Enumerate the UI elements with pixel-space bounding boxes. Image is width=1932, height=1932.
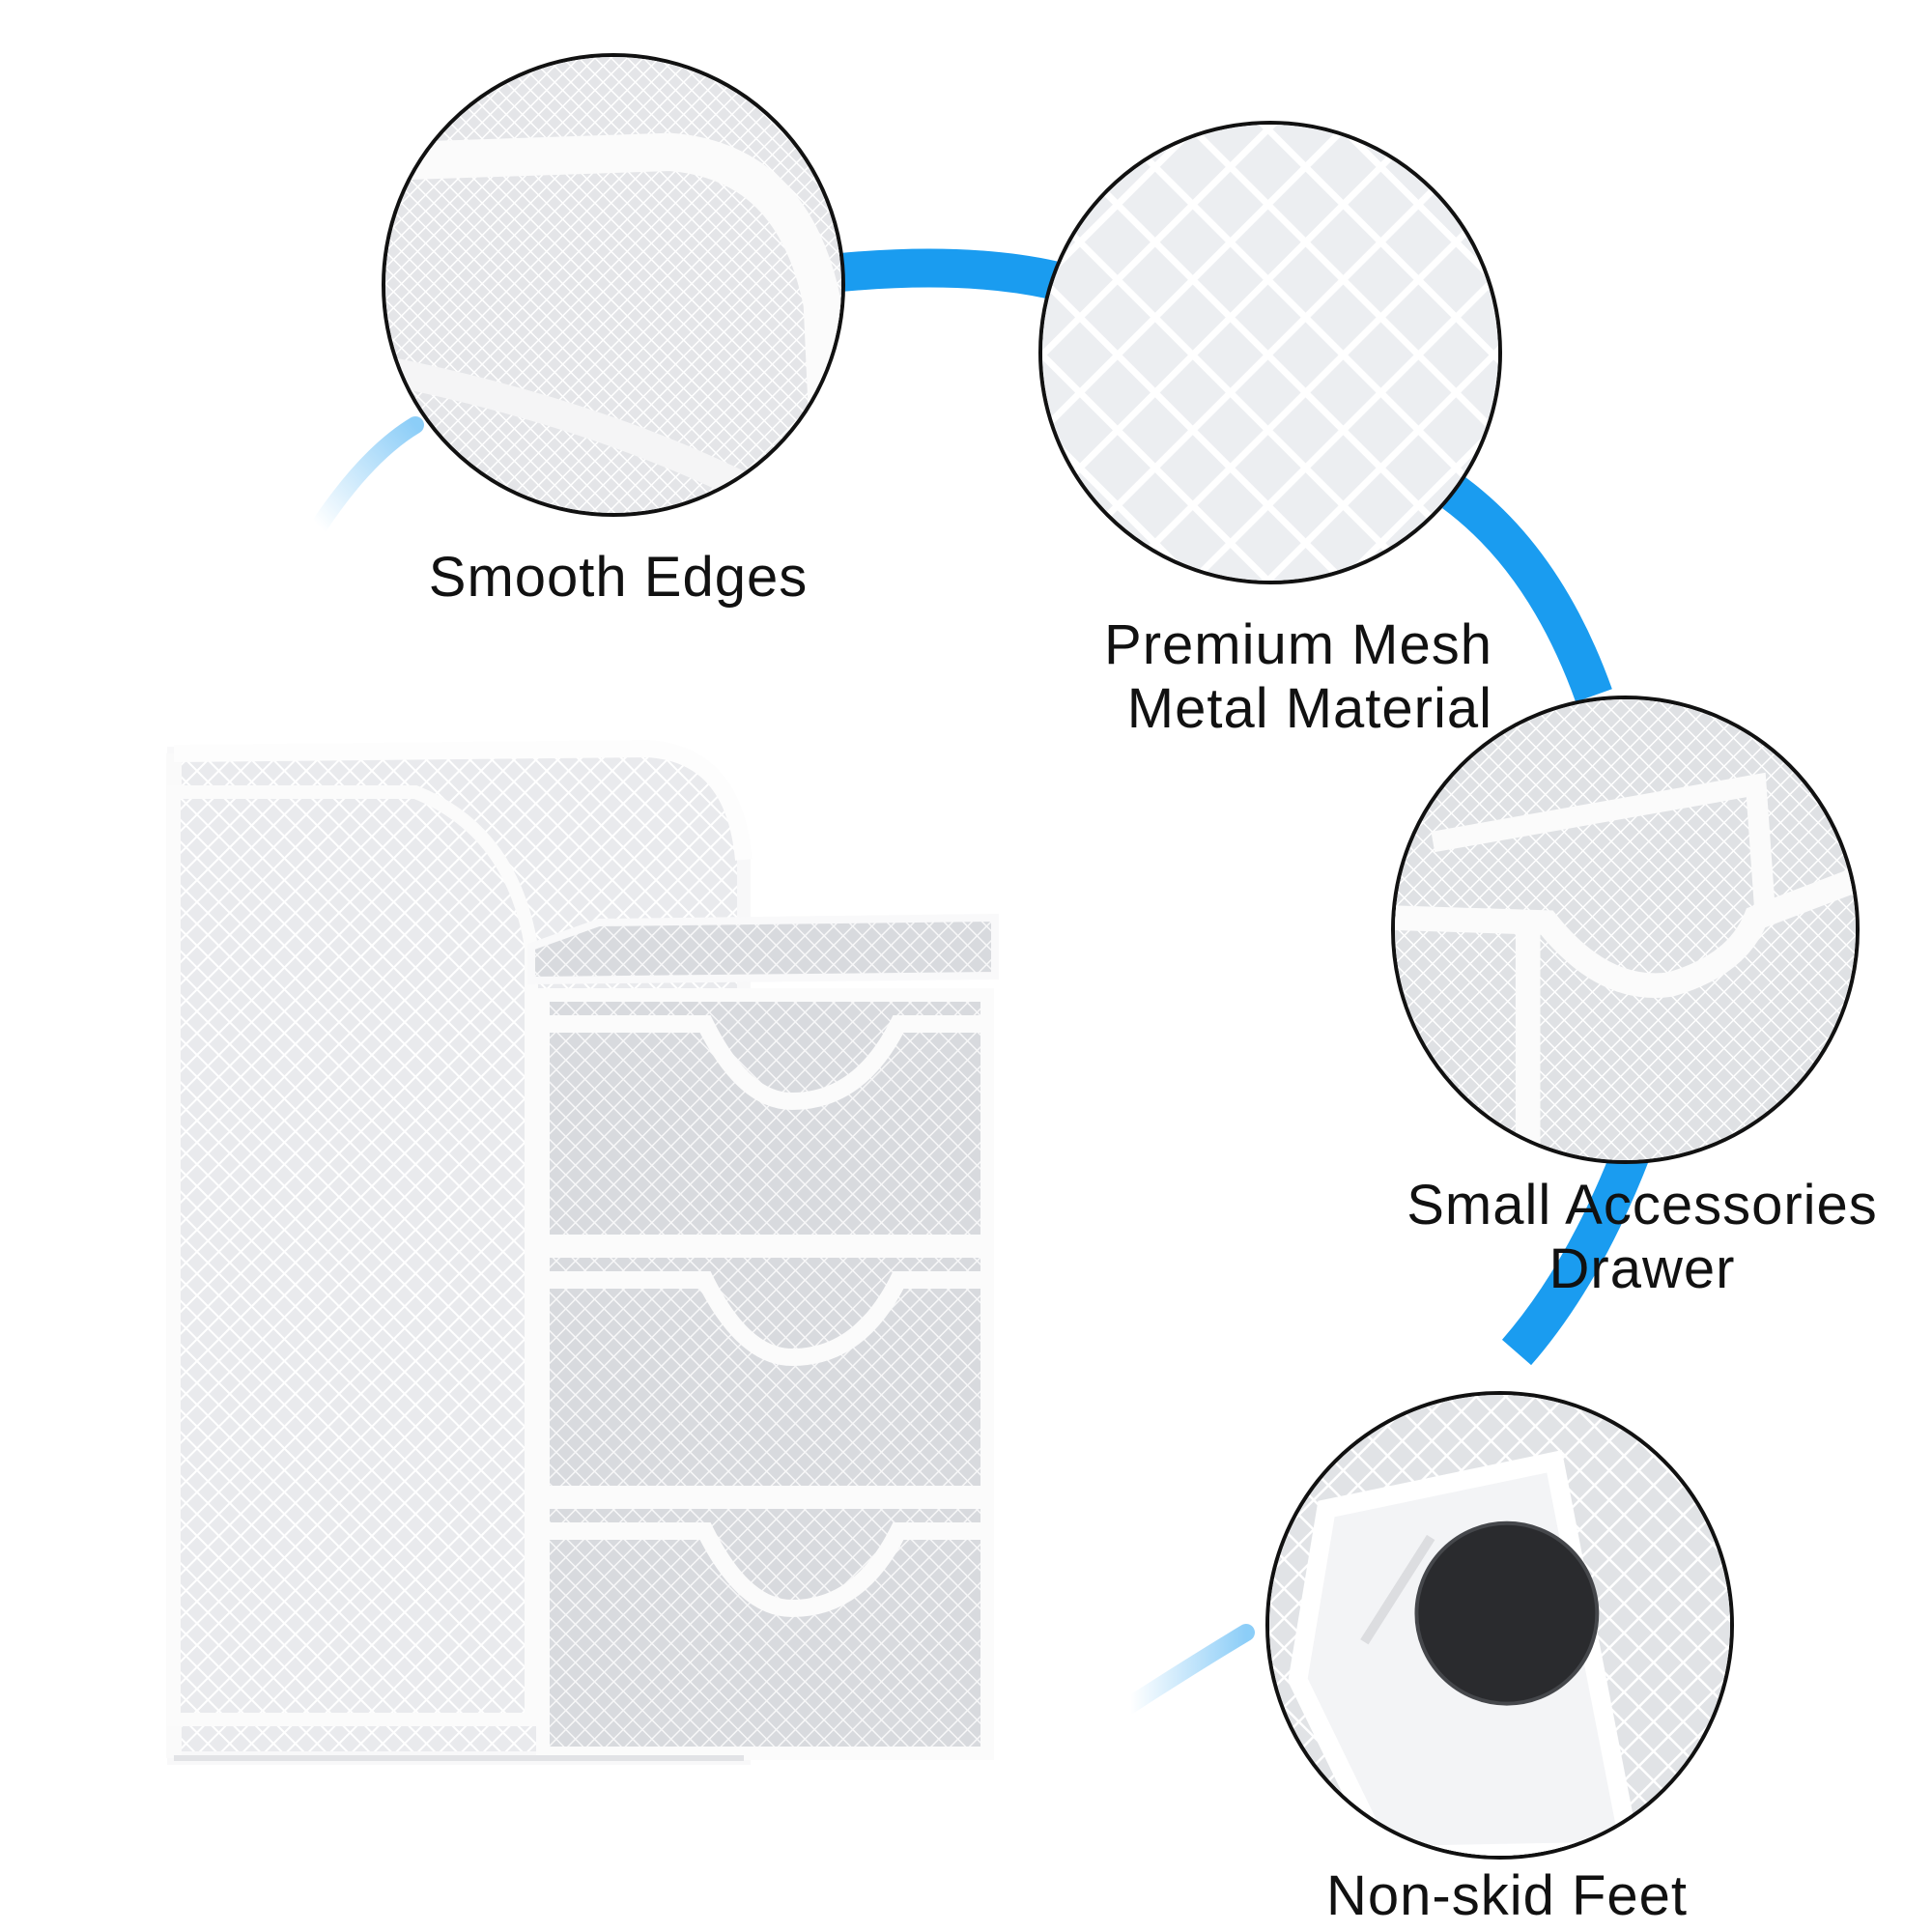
label-non-skid: Non-skid Feet [1285, 1864, 1729, 1928]
label-line: Premium Mesh [1104, 613, 1492, 676]
rubber-foot-pad [1416, 1522, 1598, 1704]
mesh-grid-closeup [1042, 125, 1498, 581]
zoom-circle-non-skid [1265, 1391, 1734, 1860]
label-smooth-edges: Smooth Edges [415, 546, 821, 610]
zoom-circle-premium-mesh [1038, 121, 1502, 584]
zoom-circle-small-drawer [1391, 696, 1860, 1164]
foot-closeup [1269, 1395, 1730, 1856]
label-line: Drawer [1548, 1237, 1736, 1300]
drawer-closeup [1395, 699, 1856, 1160]
label-premium-mesh: Premium Mesh Metal Material [1009, 613, 1492, 741]
label-line: Metal Material [1126, 677, 1492, 740]
zoom-circle-smooth-edges [382, 53, 845, 517]
label-line: Smooth Edges [428, 546, 809, 609]
product-photo [166, 739, 999, 1765]
mesh-edge-closeup [385, 57, 841, 513]
label-small-drawer: Small Accessories Drawer [1372, 1174, 1913, 1301]
label-line: Non-skid Feet [1325, 1864, 1689, 1927]
label-line: Small Accessories [1406, 1174, 1878, 1236]
